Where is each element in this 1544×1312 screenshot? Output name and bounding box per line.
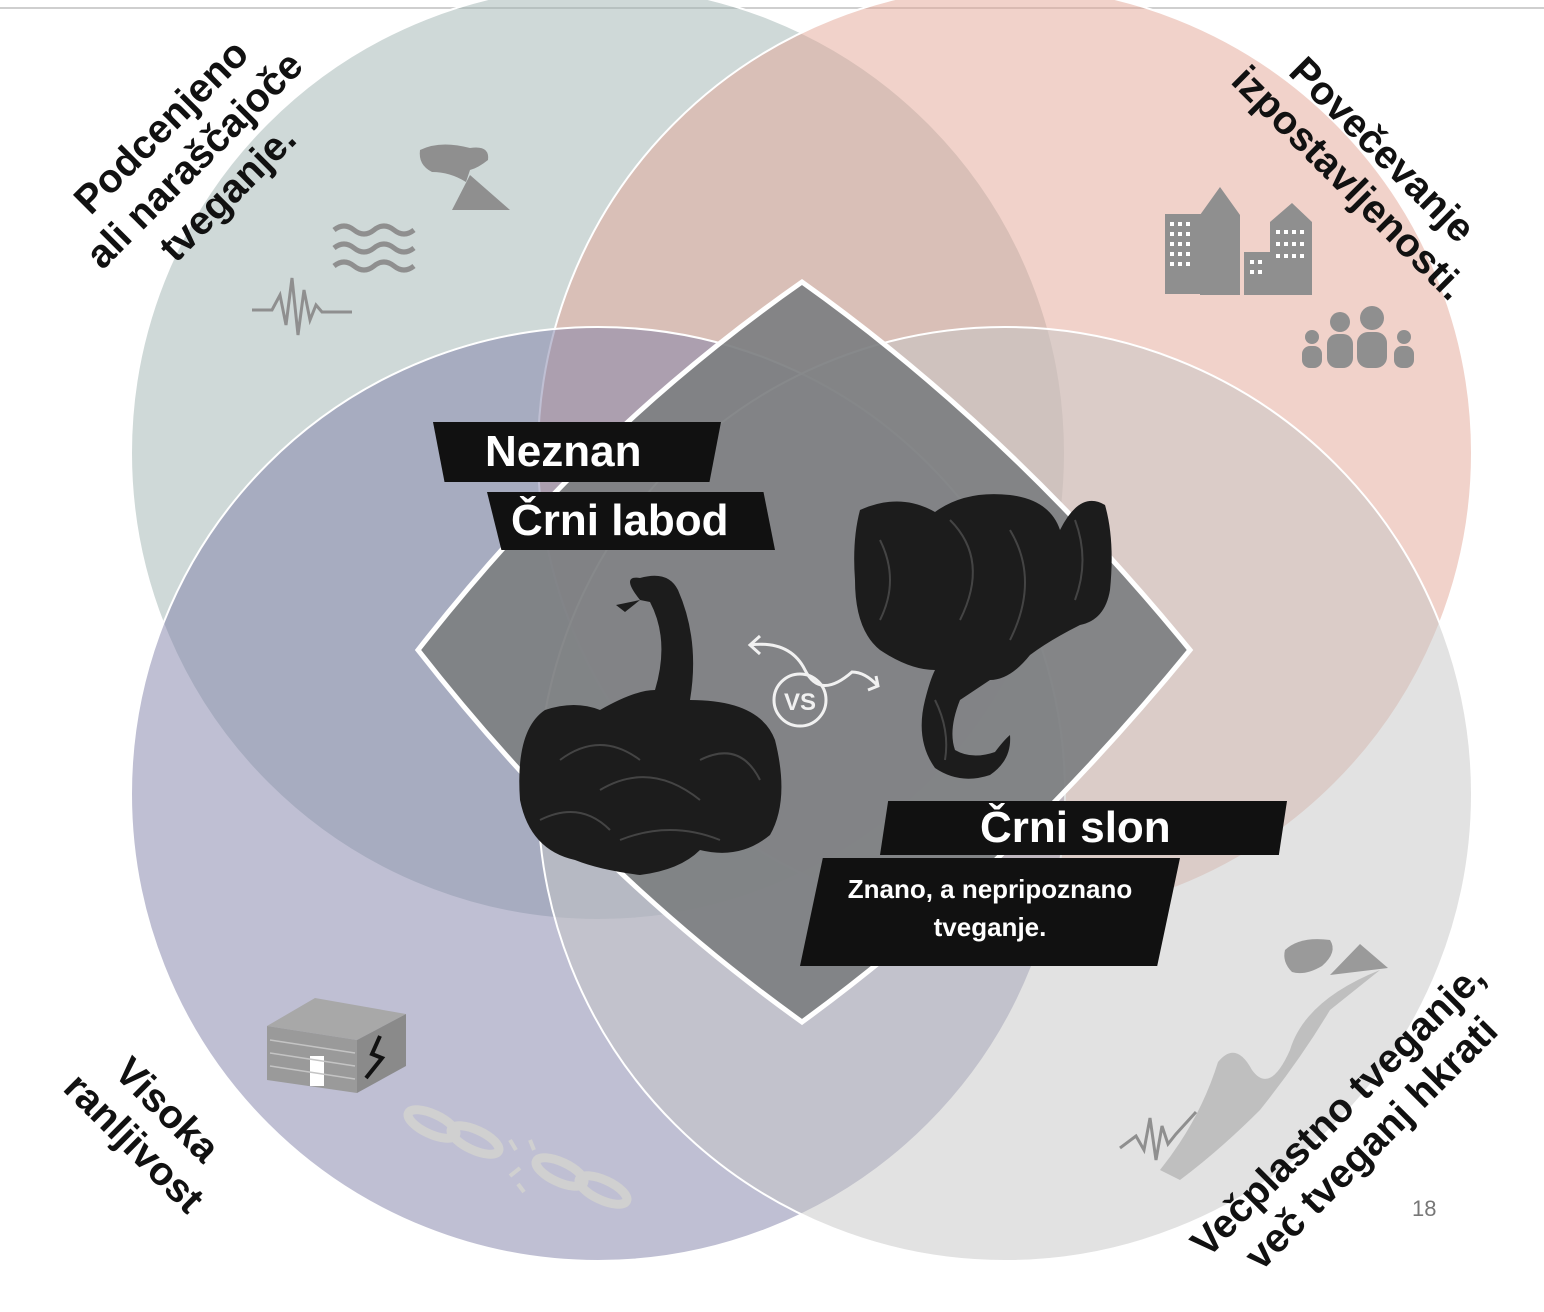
waves-icon bbox=[332, 223, 416, 273]
chain-break-marks bbox=[508, 1138, 536, 1194]
swap-arrows-icon bbox=[747, 634, 880, 728]
vs-text: VS bbox=[784, 689, 816, 716]
elephant-icon bbox=[854, 494, 1112, 779]
page-number: 18 bbox=[1412, 1196, 1437, 1221]
broken-chain-icon bbox=[403, 1105, 632, 1209]
seismograph-icon bbox=[252, 277, 352, 336]
seismograph-icon bbox=[1119, 1110, 1198, 1161]
volcano-icon bbox=[1284, 939, 1388, 975]
mountains-icon bbox=[1160, 970, 1380, 1180]
label-neznan: Neznan bbox=[433, 422, 721, 482]
volcano-icon bbox=[419, 144, 510, 210]
swan-icon bbox=[519, 575, 782, 875]
buildings-windows bbox=[1170, 222, 1304, 274]
people-icon bbox=[1302, 306, 1414, 368]
cracked-house-icon bbox=[267, 998, 406, 1093]
vs-badge bbox=[772, 672, 828, 728]
label-black-elephant-description: Znano, a nepripoznano tveganje. bbox=[800, 858, 1180, 966]
label-black-swan: Črni labod bbox=[487, 492, 775, 550]
label-black-elephant: Črni slon bbox=[880, 801, 1287, 855]
